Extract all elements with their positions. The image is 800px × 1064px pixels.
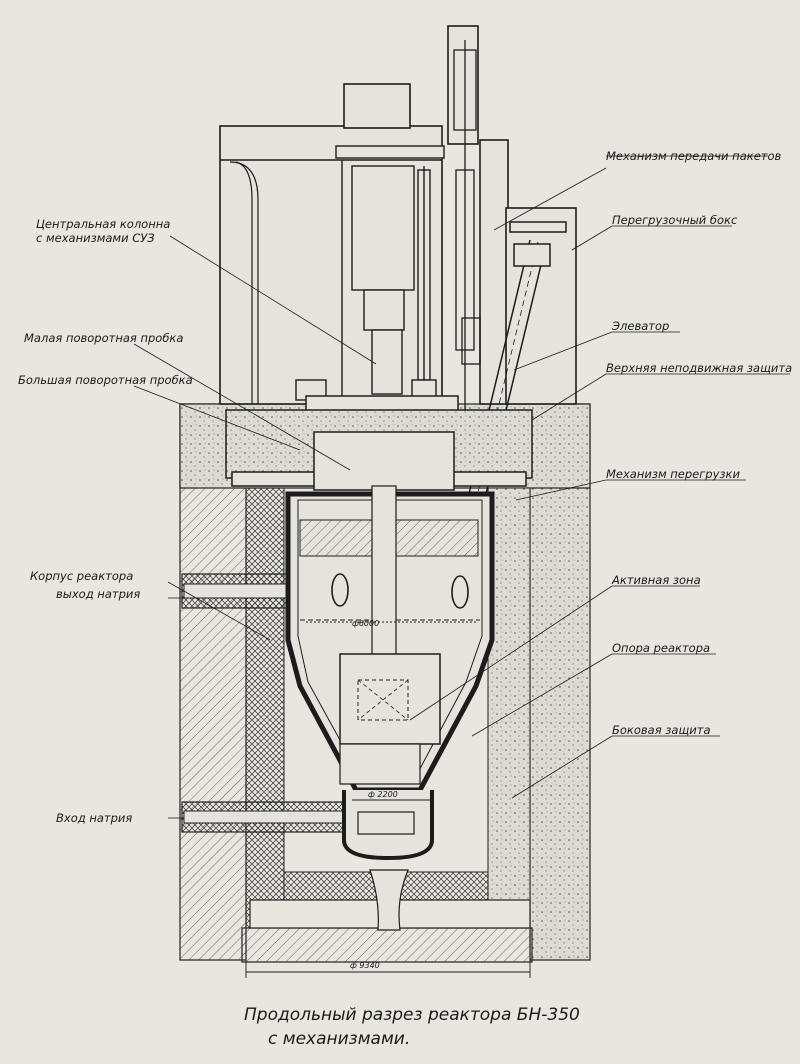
- reactor-vessel: [285, 485, 495, 793]
- label-central-column: Центральная колонна: [36, 217, 170, 231]
- dimension-lines: [245, 621, 531, 978]
- label-small-plug: Малая поворотная пробка: [24, 331, 183, 345]
- transfer-mechanism: [453, 40, 481, 440]
- central-column: [295, 145, 445, 401]
- dim-vessel-diameter: ф6000: [352, 619, 379, 628]
- label-core: Активная зона: [611, 573, 701, 587]
- label-sodium-in: Вход натрия: [56, 811, 132, 825]
- label-upper-shield: Верхняя неподвижная защита: [606, 361, 792, 375]
- sodium-outlet-pipe: [181, 573, 301, 609]
- caption-line-2: с механизмами.: [268, 1029, 410, 1049]
- caption-line-1: Продольный разрез реактора БН-350: [244, 1005, 580, 1025]
- label-vessel: Корпус реактора: [30, 569, 133, 583]
- label-central-column-line2: с механизмами СУЗ: [36, 231, 155, 245]
- leader-lines: [133, 155, 790, 819]
- label-reload-box: Перегрузочный бокс: [612, 213, 738, 227]
- callout-labels: Механизм передачи пакетов Центральная ко…: [18, 149, 792, 1049]
- label-large-plug: Большая поворотная пробка: [18, 373, 193, 387]
- side-shield: [245, 487, 531, 929]
- lower-chamber: [342, 790, 434, 931]
- label-transfer-mechanism: Механизм передачи пакетов: [606, 149, 782, 163]
- label-support: Опора реактора: [612, 641, 710, 655]
- dim-bottom-diameter: ф 2200: [368, 790, 398, 799]
- label-sodium-out: выход натрия: [56, 587, 140, 601]
- active-core: [339, 653, 441, 785]
- label-reload-mechanism: Механизм перегрузки: [606, 467, 740, 481]
- label-side-shield: Боковая защита: [612, 723, 711, 737]
- sodium-inlet-pipe: [181, 801, 353, 833]
- rotating-plugs: [225, 395, 533, 491]
- label-elevator: Элеватор: [611, 319, 669, 333]
- dim-pit-diameter: ф 9340: [350, 961, 380, 970]
